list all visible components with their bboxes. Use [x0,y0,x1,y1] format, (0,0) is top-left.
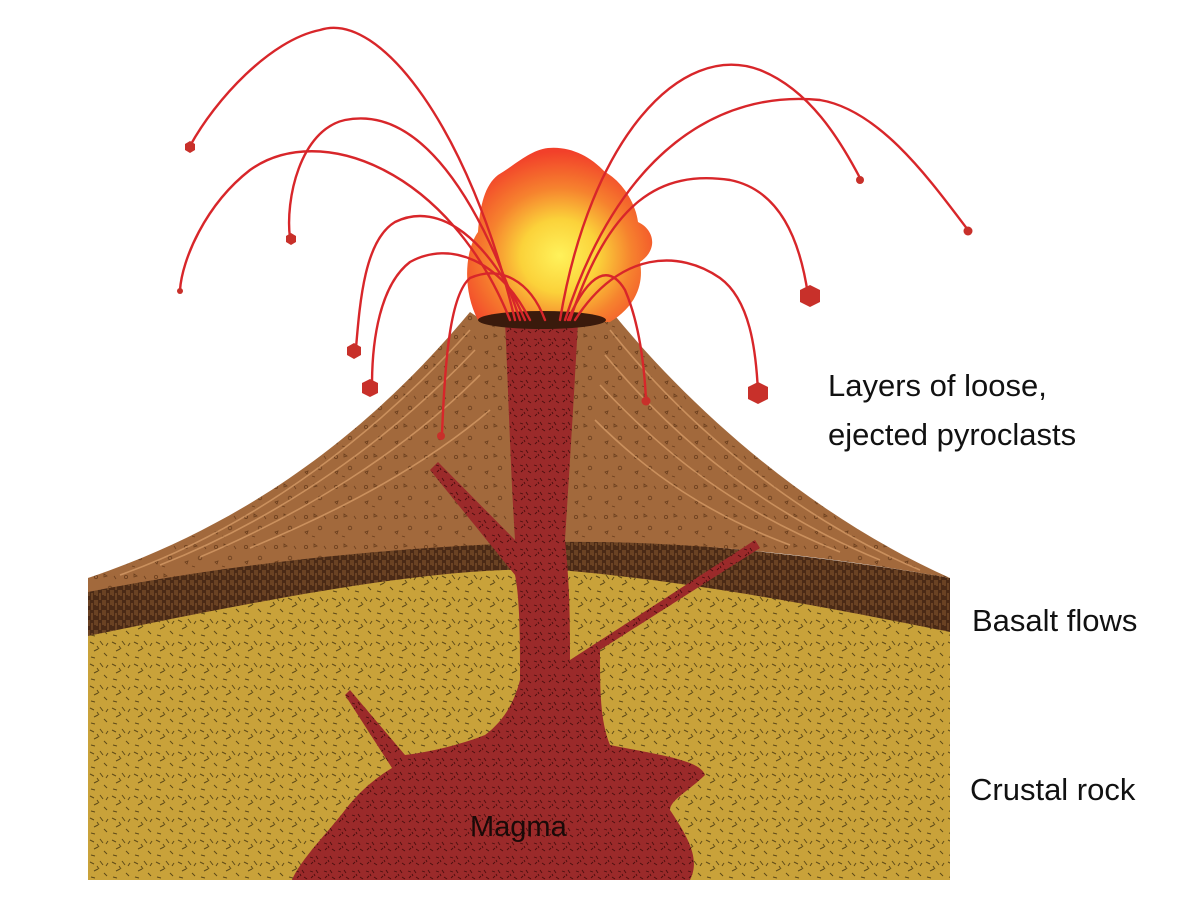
lava-bomb [347,343,361,359]
crater-rim [478,311,606,329]
label-magma: Magma [470,811,568,843]
lava-bomb [800,285,820,307]
lava-bomb [177,288,183,294]
label-pyroclasts-line1: Layers of loose, [828,368,1047,403]
label-basalt-flows: Basalt flows [972,603,1137,638]
lava-bomb [286,233,296,245]
lava-bomb-trails [178,26,970,436]
lava-bomb [641,396,651,406]
lava-bomb [856,176,864,184]
lava-bombs [177,141,973,440]
lava-bomb [963,226,973,236]
label-pyroclasts-line2: ejected pyroclasts [828,417,1076,452]
lava-bomb [437,432,445,440]
lava-bomb [362,379,378,397]
lava-bomb [748,382,768,404]
magma-conduit [292,322,760,880]
label-crustal-rock: Crustal rock [970,772,1136,807]
lava-bomb [185,141,195,153]
cone-layer-lines [119,329,921,576]
eruption-fireball [467,147,653,322]
